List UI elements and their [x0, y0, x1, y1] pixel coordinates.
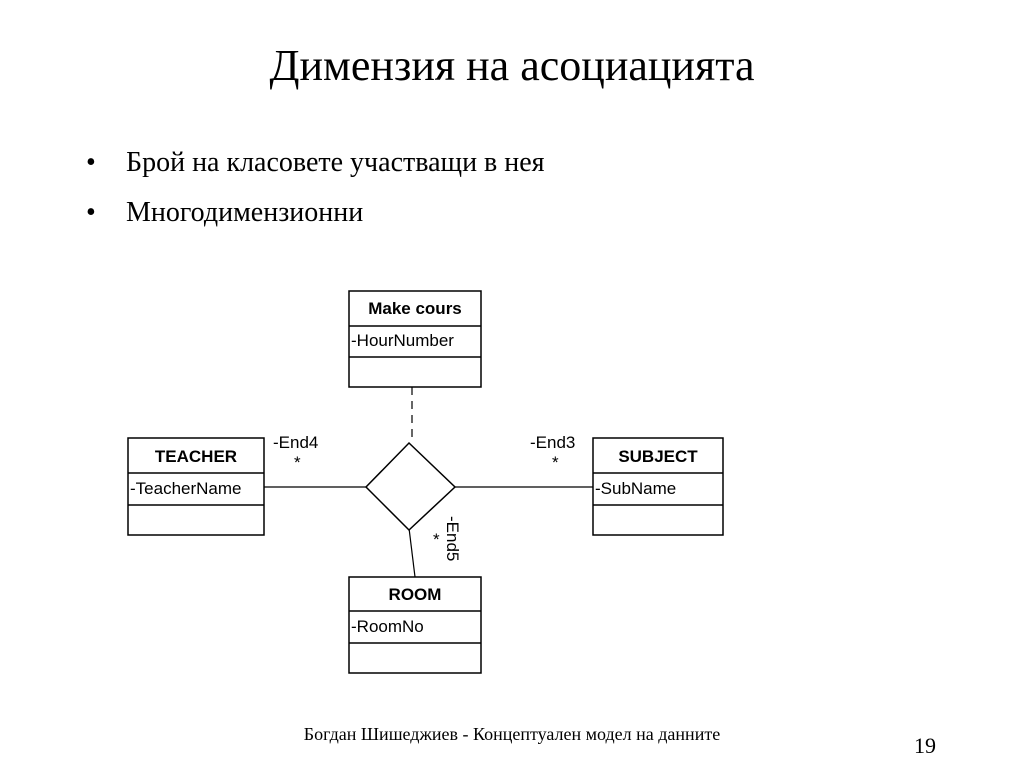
end-multiplicity-label: * [552, 453, 559, 472]
class-name: ROOM [389, 585, 442, 604]
association-diamond [364, 441, 457, 532]
end-role-label: -End3 [530, 433, 575, 452]
class-box [592, 437, 724, 536]
bullet-list: • Брой на класовете участващи в нея • Мн… [86, 138, 545, 238]
association-class-make-cours: Make cours -HourNumber [348, 290, 482, 388]
room-connector [408, 527, 416, 578]
bullet-item: • Многодимензионни [86, 188, 545, 238]
end-role-label: -End4 [273, 433, 318, 452]
class-teacher: TEACHER -TeacherName [127, 437, 265, 536]
class-subject: SUBJECT -SubName [592, 437, 724, 536]
bullet-item: • Брой на класовете участващи в нея [86, 138, 545, 188]
class-box [348, 290, 482, 388]
bullet-icon: • [86, 197, 96, 228]
bullet-text: Многодимензионни [126, 197, 364, 228]
end-multiplicity-label: * [433, 530, 440, 549]
class-attribute: -TeacherName [130, 479, 242, 498]
class-name: TEACHER [155, 447, 237, 466]
slide-footer: Богдан Шишеджиев - Концептуален модел на… [303, 724, 721, 744]
class-box [127, 437, 265, 536]
bullet-text: Брой на класовете участващи в нея [126, 147, 545, 178]
end-multiplicity-label: * [294, 453, 301, 472]
page-number: 19 [914, 733, 936, 758]
class-room: ROOM -RoomNo [348, 576, 482, 674]
end-role-label: -End5 [443, 516, 462, 561]
class-attribute: -RoomNo [351, 617, 424, 636]
slide-title: Димензия на асоциацията [269, 41, 755, 90]
class-attribute: -SubName [595, 479, 676, 498]
bullet-icon: • [86, 147, 96, 178]
class-box [348, 576, 482, 674]
class-name: SUBJECT [618, 447, 698, 466]
class-name: Make cours [368, 299, 462, 318]
class-attribute: -HourNumber [351, 331, 454, 350]
